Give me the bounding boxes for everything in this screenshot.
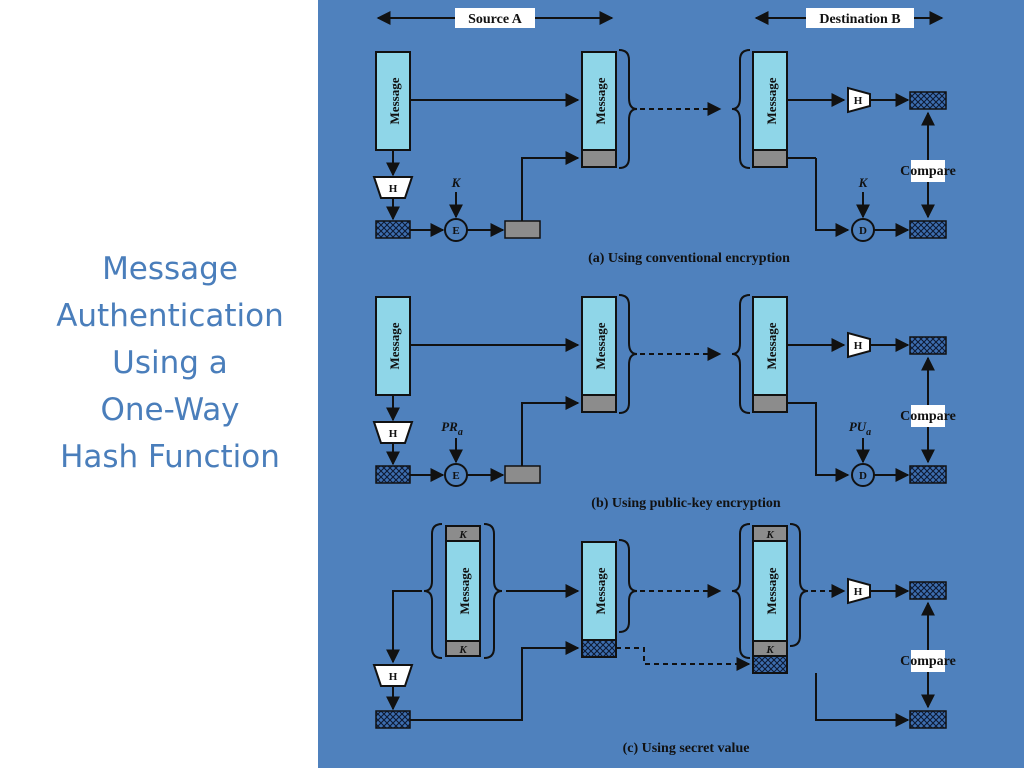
destination-label: Destination B — [819, 12, 900, 27]
private-key-label: PRa — [441, 419, 463, 438]
hash-value — [581, 639, 617, 658]
hash-value — [375, 220, 411, 239]
source-label: Source A — [468, 12, 523, 27]
message-label: Message — [593, 77, 608, 124]
public-key-label: PUa — [849, 419, 871, 438]
hash-function — [372, 176, 414, 199]
key-label: K — [858, 175, 869, 190]
hash-authentication-diagram: Source A Destination B Message H K E Mes… — [318, 0, 1024, 768]
hash-function — [847, 86, 871, 114]
message-box — [375, 296, 411, 396]
hash-value — [752, 655, 788, 674]
message-label: Message — [387, 322, 402, 369]
brace — [731, 523, 751, 659]
message-label: Message — [387, 77, 402, 124]
secret-value-label: K — [765, 529, 774, 541]
message-box — [581, 296, 617, 396]
message-box — [375, 51, 411, 151]
hash-value — [375, 710, 411, 729]
brace — [789, 523, 809, 647]
message-box — [752, 540, 788, 642]
hash-value — [909, 581, 947, 600]
message-label: Message — [593, 322, 608, 369]
brace — [618, 539, 638, 633]
encrypted-hash — [581, 149, 617, 168]
compare-label: Compare — [900, 164, 956, 179]
secret-value-box — [445, 640, 481, 657]
hash-function — [847, 577, 871, 605]
title-line: Message — [102, 251, 238, 287]
encrypt-label: E — [452, 470, 459, 482]
title-line: Hash Function — [60, 439, 280, 475]
encrypted-hash — [752, 394, 788, 413]
hash-value — [909, 91, 947, 110]
compare-label: Compare — [900, 409, 956, 424]
secret-value-label: K — [458, 529, 467, 541]
title-line: Using a — [112, 345, 228, 381]
title-line: One-Way — [100, 392, 240, 428]
hash-function — [372, 664, 414, 687]
source-header: Source A — [376, 8, 614, 28]
caption-a: (a) Using conventional encryption — [588, 251, 790, 266]
encrypt-label: E — [452, 225, 459, 237]
encrypted-hash — [504, 465, 541, 484]
decrypt-label: D — [859, 225, 867, 237]
hash-function — [372, 421, 414, 444]
compare-label: Compare — [900, 654, 956, 669]
brace — [731, 294, 751, 414]
message-label: Message — [457, 567, 472, 614]
hash-label: H — [854, 95, 863, 107]
diagram-panel — [318, 0, 1024, 768]
message-box — [581, 51, 617, 151]
hash-function — [847, 331, 871, 359]
message-label: Message — [764, 77, 779, 124]
key-label: K — [451, 175, 462, 190]
destination-header: Destination B — [754, 8, 944, 28]
hash-label: H — [389, 428, 398, 440]
hash-value — [909, 220, 947, 239]
brace — [618, 49, 638, 169]
panel-b: Message H PRa E Message Message H PUa D — [372, 294, 956, 511]
panel-c: K Message K H Message K Message K H — [372, 523, 956, 756]
hash-value — [909, 710, 947, 729]
brace — [483, 523, 503, 659]
brace — [423, 523, 443, 659]
message-label: Message — [593, 567, 608, 614]
title-line: Authentication — [56, 298, 284, 334]
caption-b: (b) Using public-key encryption — [591, 496, 781, 511]
panel-a: Message H K E Message Message H K — [372, 49, 956, 266]
hash-label: H — [389, 671, 398, 683]
brace — [731, 49, 751, 169]
decrypt-label: D — [859, 470, 867, 482]
encrypted-hash — [504, 220, 541, 239]
encrypted-hash — [581, 394, 617, 413]
hash-label: H — [854, 586, 863, 598]
secret-value-label: K — [765, 644, 774, 656]
hash-value — [375, 465, 411, 484]
secret-value-label: K — [458, 644, 467, 656]
hash-value — [909, 336, 947, 355]
brace — [618, 294, 638, 414]
hash-label: H — [854, 340, 863, 352]
encrypted-hash — [752, 149, 788, 168]
hash-value — [909, 465, 947, 484]
caption-c: (c) Using secret value — [623, 741, 750, 756]
message-label: Message — [764, 567, 779, 614]
slide-title: Message Authentication Using a One-Way H… — [30, 246, 310, 481]
message-label: Message — [764, 322, 779, 369]
hash-label: H — [389, 183, 398, 195]
